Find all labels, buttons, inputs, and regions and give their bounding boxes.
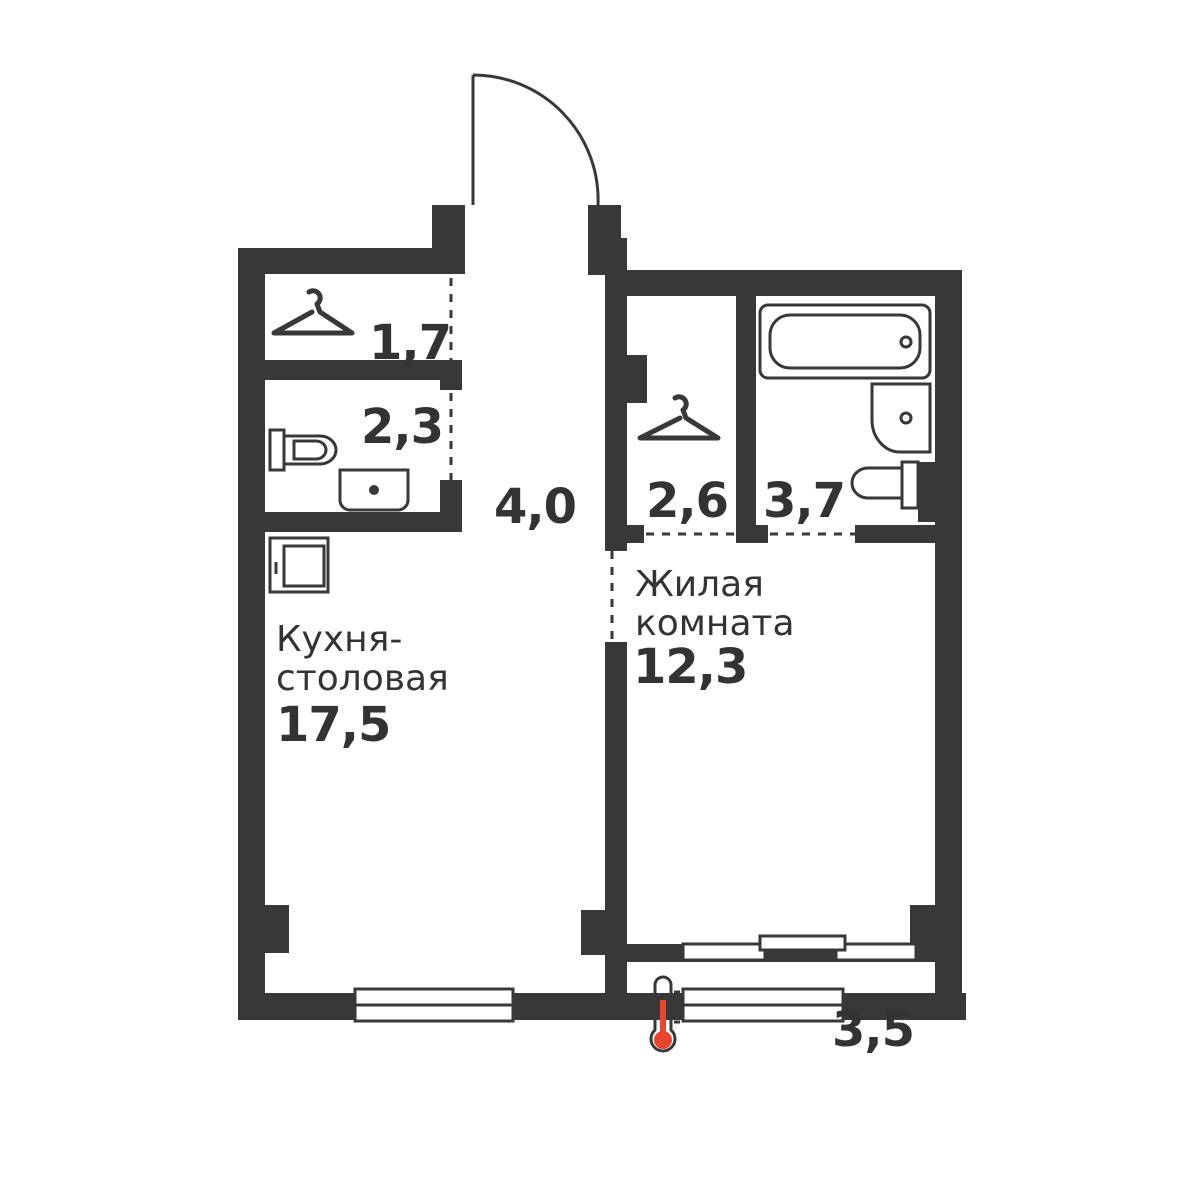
bath-icon — [758, 303, 932, 510]
entrance-door — [471, 73, 600, 206]
room-name-living: Жилая комната — [635, 565, 795, 643]
area-balcony: 3,5 — [832, 1002, 915, 1058]
window-kitchen — [353, 987, 515, 1023]
balcony-door — [681, 934, 918, 962]
room-name-line: Кухня- — [276, 619, 403, 660]
toilet-sink-icon — [268, 428, 410, 512]
interior-walls — [265, 238, 935, 1020]
area-living: 12,3 — [633, 639, 748, 695]
area-wardrobe-small: 1,7 — [369, 315, 452, 371]
room-name-line: Жилая — [635, 564, 764, 605]
area-hall: 4,0 — [494, 479, 577, 535]
area-bathroom-large: 3,7 — [763, 473, 846, 529]
stove-icon — [268, 536, 330, 594]
area-kitchen: 17,5 — [276, 697, 391, 753]
exterior-walls — [238, 205, 966, 1020]
openings — [449, 278, 855, 642]
hanger-icon — [271, 288, 355, 336]
room-name-line: комната — [635, 603, 795, 644]
hanger-icon — [637, 394, 721, 441]
window-balcony — [681, 987, 845, 1023]
room-name-line: столовая — [276, 658, 449, 699]
thermometer-icon — [649, 975, 680, 1053]
area-bathroom-small: 2,3 — [361, 399, 444, 455]
area-wardrobe-right: 2,6 — [646, 473, 729, 529]
room-name-kitchen: Кухня- столовая — [276, 620, 449, 698]
